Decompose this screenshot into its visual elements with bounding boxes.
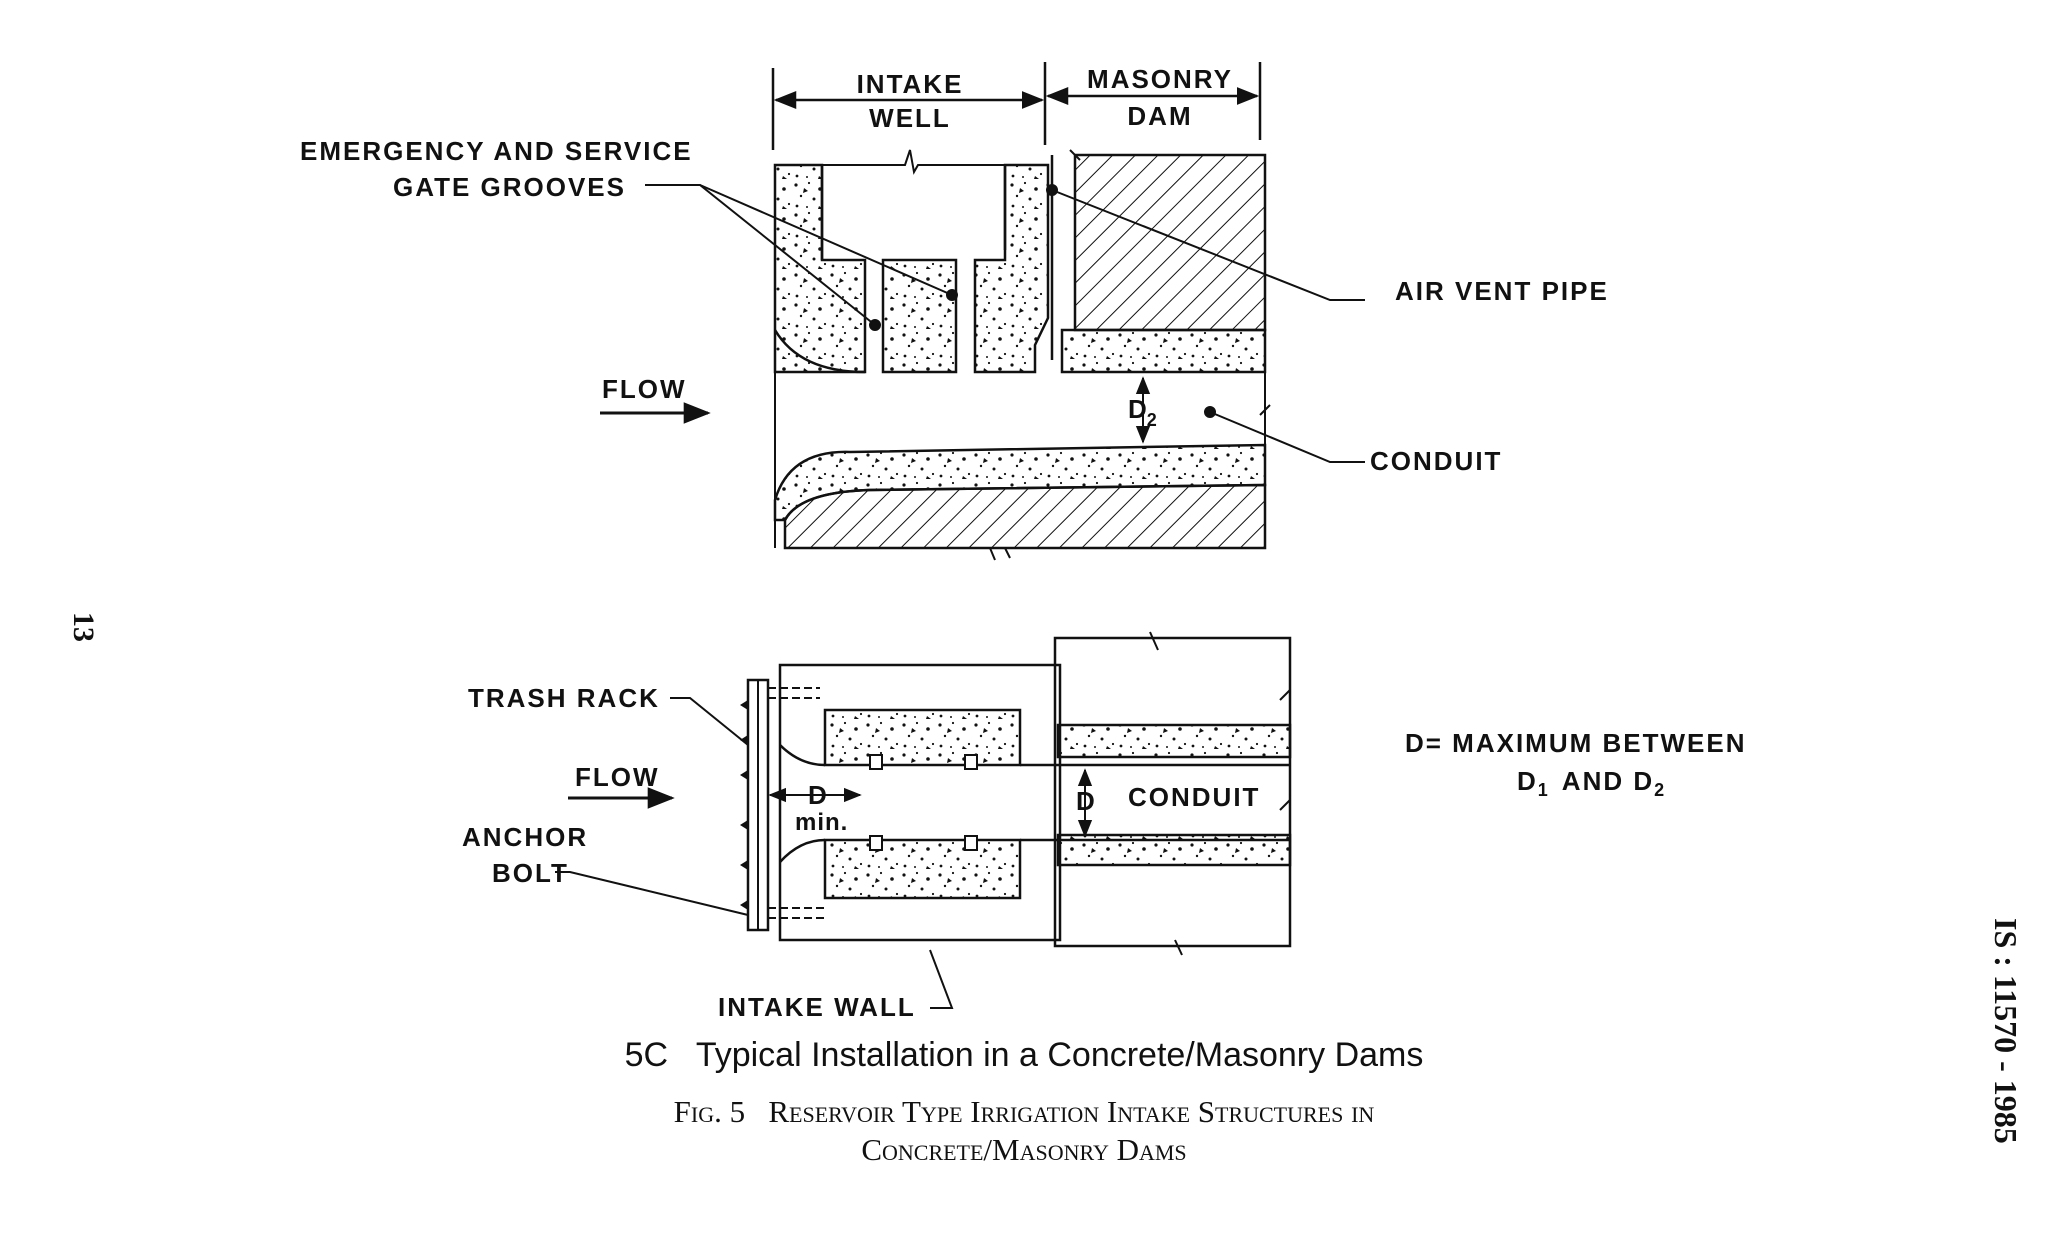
top-dimension-lines xyxy=(771,62,1262,150)
dam-break-marks-bottom xyxy=(1149,631,1291,956)
bellmouth-curves-bottom xyxy=(779,744,826,863)
conduit-label-top: CONDUIT xyxy=(1370,446,1502,476)
bellmouth-curve-top xyxy=(773,329,866,374)
d-min-label: D xyxy=(808,780,827,810)
d-min-subscript: min. xyxy=(795,809,848,836)
d-label: D xyxy=(1076,786,1095,816)
air-vent-pipe-label: AIR VENT PIPE xyxy=(1395,276,1609,306)
upper-concrete-block xyxy=(823,708,1022,767)
d2-label: D2 xyxy=(1128,394,1157,430)
intake-wall-outline xyxy=(778,663,1062,942)
top-leader-lines xyxy=(645,184,1365,463)
bottom-section-drawing: D min. D CONDUIT TRASH RACK FLOW ANCHOR … xyxy=(462,631,1747,1022)
trash-rack-teeth xyxy=(740,700,748,910)
upper-gate-groove-2 xyxy=(964,754,978,770)
intake-well-break-line xyxy=(822,149,1005,175)
gate-grooves-label-line1: EMERGENCY AND SERVICE xyxy=(300,136,693,166)
anchor-bolt-label-line1: ANCHOR xyxy=(462,822,588,852)
top-section-drawing: INTAKE WELL MASONRY DAM D2 xyxy=(300,62,1609,561)
figure-caption-line1: Fig. 5 Reservoir Type Irrigation Intake … xyxy=(673,1094,1375,1129)
subfigure-caption: 5C Typical Installation in a Concrete/Ma… xyxy=(624,1036,1424,1074)
flow-label-top: FLOW xyxy=(602,374,687,404)
anchor-bolts xyxy=(768,687,825,919)
masonry-dam-label-line1: MASONRY xyxy=(1087,64,1233,94)
bottom-break-mark xyxy=(989,547,1011,561)
conduit-bottom-hatch xyxy=(783,483,1267,550)
standard-number: IS : 11570 - 1985 xyxy=(1988,918,2024,1144)
intake-wall-label: INTAKE WALL xyxy=(718,992,916,1022)
masonry-dam-hatched xyxy=(1073,153,1267,332)
downstream-gate-block xyxy=(973,163,1050,374)
gate-pier-block xyxy=(881,258,958,374)
intake-well-outline xyxy=(820,165,1007,260)
upper-gate-groove-1 xyxy=(869,754,883,770)
masonry-dam-label-line2: DAM xyxy=(1127,101,1192,131)
bottom-leader-lines xyxy=(555,697,954,1009)
lower-gate-groove-2 xyxy=(964,835,978,851)
figure-caption-line2: Concrete/Masonry Dams xyxy=(861,1132,1187,1167)
upstream-concrete-wall xyxy=(773,163,867,374)
lower-gate-groove-1 xyxy=(869,835,883,851)
page-number: 13 xyxy=(67,612,100,642)
dam-concrete-lining-top xyxy=(1060,328,1267,374)
flow-label-bottom: FLOW xyxy=(575,762,660,792)
conduit-label-bottom: CONDUIT xyxy=(1128,782,1260,812)
intake-well-label-line1: INTAKE xyxy=(857,69,964,99)
gate-grooves-label-line2: GATE GROOVES xyxy=(393,172,626,202)
d-maximum-note-line1: D= MAXIMUM BETWEEN xyxy=(1405,728,1747,758)
anchor-bolt-label-line2: BOLT xyxy=(492,858,569,888)
lower-concrete-block xyxy=(823,838,1022,900)
intake-well-label-line2: WELL xyxy=(869,103,951,133)
conduit-lining-upper xyxy=(1056,723,1292,759)
trash-rack-label: TRASH RACK xyxy=(468,683,660,713)
dam-outline-bottom xyxy=(1053,636,1292,948)
